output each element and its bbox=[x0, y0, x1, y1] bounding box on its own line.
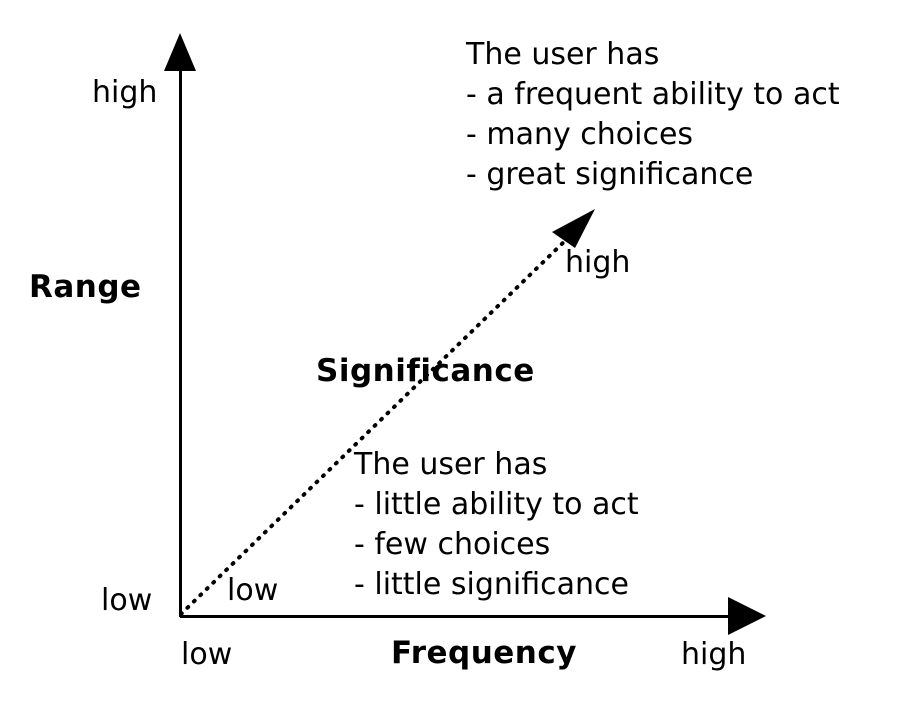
diagonal-label-significance: Significance bbox=[316, 353, 535, 389]
upper-bullet-2: - many choices bbox=[466, 117, 694, 152]
high-significance-description: The user has - a frequent ability to act… bbox=[466, 35, 840, 195]
low-significance-description: The user has - little ability to act - f… bbox=[354, 445, 639, 605]
diagonal-tick-low: low bbox=[227, 573, 279, 608]
significance-arrow-icon bbox=[552, 209, 595, 248]
y-axis-arrow-icon bbox=[164, 33, 196, 71]
x-axis-tick-high: high bbox=[681, 637, 747, 672]
lower-bullet-2: - few choices bbox=[354, 527, 551, 562]
x-axis-label-frequency: Frequency bbox=[391, 635, 577, 671]
y-axis-label-range: Range bbox=[29, 269, 142, 305]
y-axis-tick-low: low bbox=[101, 583, 153, 618]
upper-heading: The user has bbox=[466, 37, 660, 72]
diagonal-tick-high: high bbox=[565, 245, 631, 280]
y-axis-tick-high: high bbox=[92, 75, 158, 110]
lower-bullet-3: - little significance bbox=[354, 567, 629, 602]
upper-bullet-1: - a frequent ability to act bbox=[466, 77, 840, 112]
x-axis-line bbox=[180, 615, 751, 618]
lower-bullet-1: - little ability to act bbox=[354, 487, 639, 522]
y-axis-line bbox=[179, 66, 182, 617]
x-axis-arrow-icon bbox=[728, 597, 766, 635]
lower-heading: The user has bbox=[354, 447, 548, 482]
upper-bullet-3: - great significance bbox=[466, 157, 754, 192]
x-axis-tick-low: low bbox=[181, 637, 233, 672]
